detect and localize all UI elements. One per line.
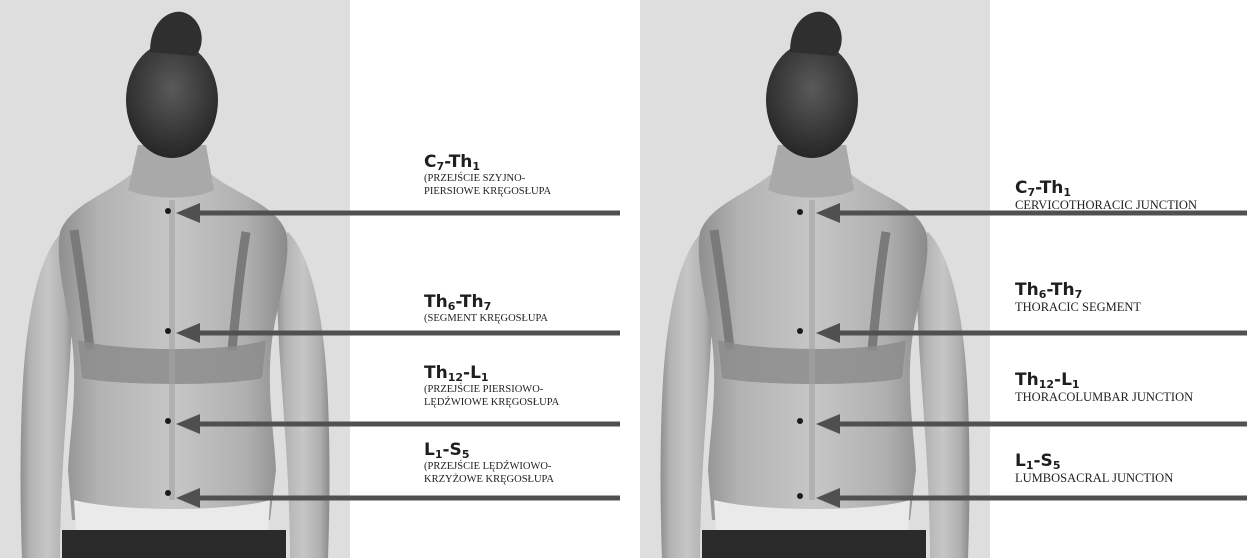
description-c7-th1: CERVICOTHORACIC JUNCTION	[1015, 198, 1197, 212]
marker-c7-th1	[165, 208, 171, 214]
panel-polish: C7-Th1 (PRZEJŚCIE SZYJNO- PIERSIOWE KRĘG…	[0, 0, 620, 558]
code-th12-l1: Th12-L1	[1015, 370, 1193, 390]
panel-english: C7-Th1 CERVICOTHORACIC JUNCTION Th6-Th7 …	[640, 0, 1247, 558]
description-th6-th7: THORACIC SEGMENT	[1015, 300, 1141, 314]
description-th12-l1: THORACOLUMBAR JUNCTION	[1015, 390, 1193, 404]
code-c7-th1: C7-Th1	[1015, 178, 1197, 198]
description-l1-s5: (PRZEJŚCIE LĘDŹWIOWO- KRZYŻOWE KRĘGOSŁUP…	[424, 460, 554, 486]
label-c7-th1-pl: C7-Th1 (PRZEJŚCIE SZYJNO- PIERSIOWE KRĘG…	[424, 152, 551, 198]
label-l1-s5-pl: L1-S5 (PRZEJŚCIE LĘDŹWIOWO- KRZYŻOWE KRĘ…	[424, 440, 554, 486]
code-l1-s5: L1-S5	[424, 440, 554, 460]
arrow-th12-l1	[797, 414, 1247, 434]
description-c7-th1: (PRZEJŚCIE SZYJNO- PIERSIOWE KRĘGOSŁUPA	[424, 172, 551, 198]
marker-l1-s5	[797, 493, 803, 499]
description-th6-th7: (SEGMENT KRĘGOSŁUPA	[424, 312, 548, 325]
code-th6-th7: Th6-Th7	[1015, 280, 1141, 300]
description-l1-s5: LUMBOSACRAL JUNCTION	[1015, 471, 1173, 485]
code-c7-th1: C7-Th1	[424, 152, 551, 172]
marker-th6-th7	[797, 328, 803, 334]
arrow-th6-th7	[165, 323, 620, 343]
label-th6-th7-en: Th6-Th7 THORACIC SEGMENT	[1015, 280, 1141, 314]
label-th6-th7-pl: Th6-Th7 (SEGMENT KRĘGOSŁUPA	[424, 292, 548, 325]
arrow-l1-s5	[165, 488, 620, 508]
code-l1-s5: L1-S5	[1015, 451, 1173, 471]
arrow-th6-th7	[797, 323, 1247, 343]
label-th12-l1-pl: Th12-L1 (PRZEJŚCIE PIERSIOWO- LĘDŹWIOWE …	[424, 363, 559, 409]
label-c7-th1-en: C7-Th1 CERVICOTHORACIC JUNCTION	[1015, 178, 1197, 212]
label-l1-s5-en: L1-S5 LUMBOSACRAL JUNCTION	[1015, 451, 1173, 485]
marker-c7-th1	[797, 209, 803, 215]
description-th12-l1: (PRZEJŚCIE PIERSIOWO- LĘDŹWIOWE KRĘGOSŁU…	[424, 383, 559, 409]
marker-l1-s5	[165, 490, 171, 496]
marker-th6-th7	[165, 328, 171, 334]
code-th12-l1: Th12-L1	[424, 363, 559, 383]
marker-th12-l1	[165, 418, 171, 424]
arrow-th12-l1	[165, 414, 620, 434]
label-th12-l1-en: Th12-L1 THORACOLUMBAR JUNCTION	[1015, 370, 1193, 404]
arrow-l1-s5	[797, 488, 1247, 508]
marker-th12-l1	[797, 418, 803, 424]
arrow-c7-th1	[165, 203, 620, 223]
code-th6-th7: Th6-Th7	[424, 292, 548, 312]
